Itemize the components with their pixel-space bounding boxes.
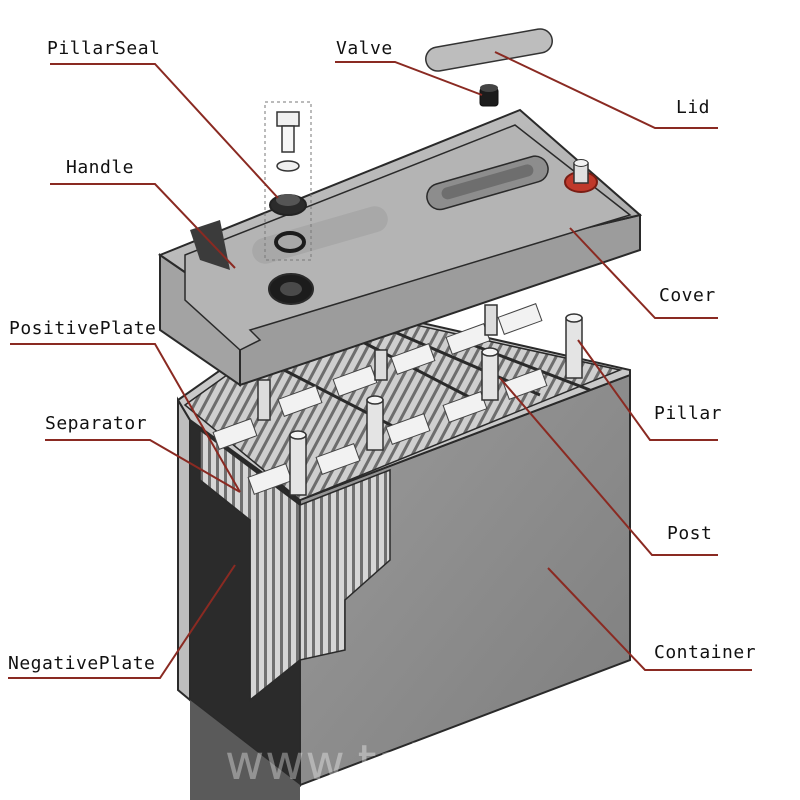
label-handle: Handle — [66, 157, 135, 178]
leader-pillar-seal — [50, 63, 279, 199]
valve-top — [480, 84, 498, 92]
post-top — [565, 313, 583, 323]
strap-connector — [502, 368, 548, 400]
leader-valve — [335, 61, 483, 96]
pillar-seal-assembly — [264, 101, 312, 261]
cell-wall — [459, 338, 591, 392]
container-left-rim — [177, 396, 191, 703]
leader-lines — [8, 51, 752, 679]
pillar — [484, 304, 498, 336]
leader-handle — [50, 183, 236, 269]
o-ring — [274, 231, 306, 253]
post — [481, 351, 499, 401]
label-cover: Cover — [659, 285, 716, 306]
leader-cover — [569, 227, 718, 319]
leader-positive-plate — [10, 343, 241, 493]
valve — [479, 84, 499, 107]
label-valve: Valve — [336, 38, 393, 59]
leader-lid — [494, 51, 718, 129]
strap-connector — [390, 343, 436, 375]
pillar-seal-inner — [276, 194, 300, 206]
lid — [425, 28, 553, 72]
watermark: www.taike — [225, 735, 480, 791]
positive-terminal-top — [573, 159, 589, 167]
label-lid: Lid — [676, 97, 711, 118]
bolt-head — [276, 111, 300, 127]
post-top — [481, 347, 499, 357]
post — [366, 399, 384, 451]
leader-pillar — [577, 339, 718, 441]
posts — [257, 304, 583, 496]
lid-body — [425, 28, 553, 72]
strap-connector — [332, 365, 378, 397]
pillar — [257, 379, 271, 421]
strap-connector — [385, 413, 431, 445]
strap-connector — [315, 443, 361, 475]
label-post: Post — [667, 523, 713, 544]
leader-post — [499, 377, 718, 556]
leader-negative-plate — [8, 564, 236, 679]
strap-connector — [212, 418, 258, 450]
bolt-shaft — [281, 125, 295, 153]
strap-connector — [497, 303, 543, 335]
terminal-hole-inner — [280, 282, 302, 296]
label-negative-plate: NegativePlate — [8, 653, 156, 674]
label-container: Container — [654, 642, 757, 663]
post — [289, 434, 307, 496]
label-pillar: Pillar — [654, 403, 723, 424]
post-top — [366, 395, 384, 405]
pillar — [374, 349, 388, 381]
post — [565, 317, 583, 379]
label-separator: Separator — [45, 413, 148, 434]
lid-recess-inner — [441, 164, 534, 200]
post-top — [289, 430, 307, 440]
strap-connector — [247, 463, 293, 495]
leader-separator — [45, 439, 241, 493]
plate-stack-middle — [299, 468, 391, 661]
strap-connector — [277, 385, 323, 417]
label-pillar-seal: PillarSeal — [47, 38, 161, 59]
washer — [276, 160, 300, 172]
leader-container — [547, 567, 752, 671]
label-positive-plate: PositivePlate — [9, 318, 157, 339]
container-bottom-band — [190, 700, 300, 800]
